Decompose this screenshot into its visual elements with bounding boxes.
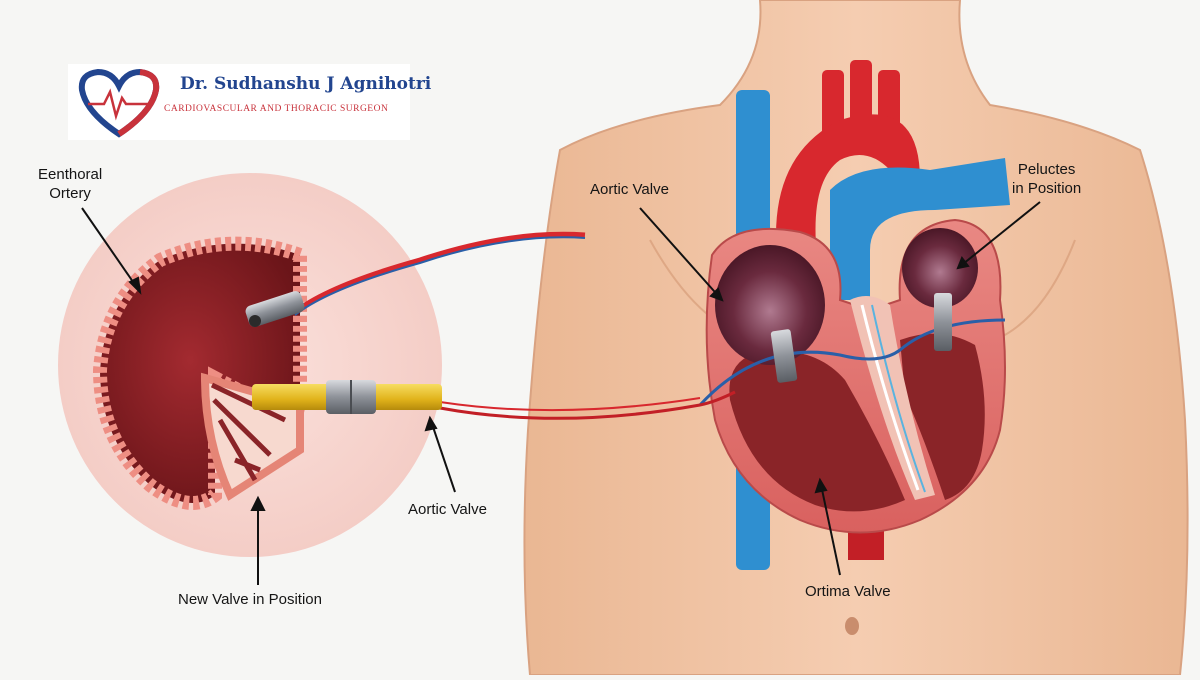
left-ventricle bbox=[729, 350, 905, 512]
pelactes-chamber bbox=[902, 228, 978, 308]
zoom-inset bbox=[58, 173, 442, 557]
heart-pulse-logo-icon bbox=[78, 68, 160, 138]
label-femoral-artery-line1: Eenthoral bbox=[38, 166, 103, 183]
label-femoral-artery: Eenthoral Ortery bbox=[38, 165, 102, 203]
logo: Dr. Sudhanshu J Agnihotri CARDIOVASCULAR… bbox=[68, 64, 431, 140]
logo-tagline: CARDIOVASCULAR AND THORACIC SURGEON bbox=[164, 104, 389, 114]
label-pointers bbox=[81, 201, 1041, 585]
label-pelactes-position: Peluctes in Position bbox=[1012, 160, 1081, 198]
label-femoral-artery-line2: Ortery bbox=[49, 185, 91, 202]
label-pelactes-line1: Peluctes bbox=[1017, 161, 1076, 178]
valve-stent-left bbox=[770, 329, 798, 383]
label-ortima-valve: Ortima Valve bbox=[805, 583, 891, 600]
label-pelactes-line2: in Position bbox=[1012, 180, 1082, 197]
navel bbox=[845, 617, 859, 635]
label-aortic-valve-heart: Aortic Valve bbox=[590, 181, 669, 198]
heart bbox=[698, 218, 1006, 534]
label-new-valve-position: New Valve in Position bbox=[178, 591, 322, 608]
catheter-tip-upper bbox=[245, 291, 305, 327]
catheters bbox=[245, 231, 736, 420]
label-aortic-valve-catheter: Aortic Valve bbox=[408, 501, 487, 518]
pulmonary-artery bbox=[830, 158, 1010, 300]
logo-name: Dr. Sudhanshu J Agnihotri bbox=[180, 74, 432, 94]
right-ventricle bbox=[900, 333, 985, 500]
valve-stent-right bbox=[934, 293, 952, 351]
aortic-valve-chamber bbox=[715, 245, 825, 365]
